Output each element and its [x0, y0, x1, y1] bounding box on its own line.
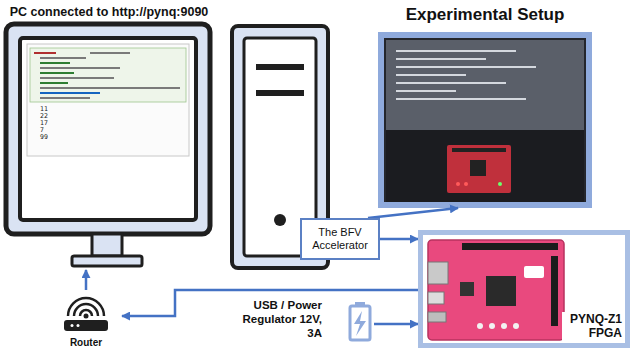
setup-photo [447, 145, 511, 193]
output-value: 22 [40, 113, 80, 120]
box-label: The BFV Accelerator [305, 226, 375, 252]
power-label: USB / Power Regulator 12V, 3A [240, 298, 322, 340]
process-box: The BFV Accelerator [300, 218, 380, 260]
fpga-board-photo [428, 292, 444, 304]
router-label: Router [70, 337, 102, 349]
setup-photo-frame: Experimental Setup [378, 4, 592, 208]
notebook-screenshot [34, 52, 56, 54]
connector-arrow [368, 208, 458, 218]
pc-tower [256, 64, 304, 70]
battery-icon [355, 302, 365, 306]
fpga-board-photo [551, 256, 558, 326]
output-value: 99 [40, 134, 80, 141]
notebook-screenshot [27, 44, 189, 156]
notebook-screenshot [40, 82, 68, 84]
fpga-board-photo [513, 323, 519, 329]
battery-icon [350, 302, 370, 340]
monitor-drawing [6, 24, 210, 266]
battery-icon [350, 306, 370, 340]
output-value: 7 [40, 127, 80, 134]
pc-tower [256, 90, 304, 96]
notebook-screenshot [30, 48, 186, 102]
setup-photo [396, 82, 506, 84]
notebook-screenshot [40, 72, 74, 74]
output-list: 112217799 [40, 106, 80, 141]
fpga-board-photo [501, 323, 507, 329]
setup-photo [381, 35, 589, 205]
pc-tower [274, 214, 286, 226]
fpga-board-photo [477, 323, 483, 329]
notebook-screenshot [40, 67, 120, 69]
battery-icon [354, 311, 366, 336]
monitor-drawing [6, 24, 210, 234]
setup-photo [396, 74, 466, 76]
connector-arrow [85, 270, 88, 290]
pc-monitor: PC connected to http://pynq:9090 [4, 4, 214, 270]
fpga-board-photo [428, 262, 448, 284]
fpga-board-photo [489, 323, 495, 329]
setup-photo [396, 50, 516, 52]
setup-photo [396, 58, 486, 60]
setup-photo [452, 148, 506, 152]
setup-photo [396, 90, 456, 92]
notebook-screenshot [27, 44, 189, 156]
output-value: 17 [40, 120, 80, 127]
setup-photo [386, 130, 584, 202]
router-icon [71, 324, 74, 327]
monitor-drawing [92, 234, 122, 256]
output-value: 11 [40, 106, 80, 113]
fpga-board-photo [524, 266, 544, 278]
monitor-heading: PC connected to http://pynq:9090 [4, 4, 214, 20]
setup-photo [396, 98, 526, 100]
fpga-board-photo [428, 240, 564, 340]
power-supply-node: USB / Power Regulator 12V, 3A [240, 298, 374, 346]
connector-arrow [374, 323, 418, 326]
connector-arrow [380, 238, 418, 241]
section-title: Experimental Setup [378, 4, 592, 26]
notebook-screenshot [90, 52, 130, 54]
fpga-board-photo [428, 312, 446, 322]
router-icon [68, 298, 104, 316]
fpga-board-photo [428, 240, 564, 340]
monitor-drawing [20, 38, 196, 220]
notebook-screenshot [40, 92, 100, 94]
router-icon [84, 314, 89, 319]
notebook-screenshot [40, 77, 114, 79]
fpga-board-frame: PYNQ-Z1 FPGA [418, 230, 630, 348]
setup-photo [464, 182, 468, 186]
notebook-screenshot [40, 97, 90, 99]
router-icon [64, 320, 108, 331]
fpga-board-photo [462, 243, 558, 250]
setup-photo [498, 182, 502, 186]
setup-photo [396, 66, 536, 68]
router-node: Router [50, 290, 122, 349]
setup-photo [386, 40, 584, 130]
setup-photo [456, 182, 460, 186]
board-label: PYNQ-Z1 FPGA [562, 312, 622, 340]
notebook-screenshot [40, 62, 70, 64]
setup-photo [470, 160, 486, 176]
router-icon [64, 298, 108, 331]
setup-photo [381, 35, 589, 205]
fpga-board-photo [460, 282, 474, 296]
fpga-board-photo [486, 276, 516, 306]
router-icon [77, 324, 80, 327]
notebook-screenshot [40, 87, 180, 89]
notebook-screenshot [40, 57, 86, 59]
monitor-drawing [72, 256, 142, 266]
